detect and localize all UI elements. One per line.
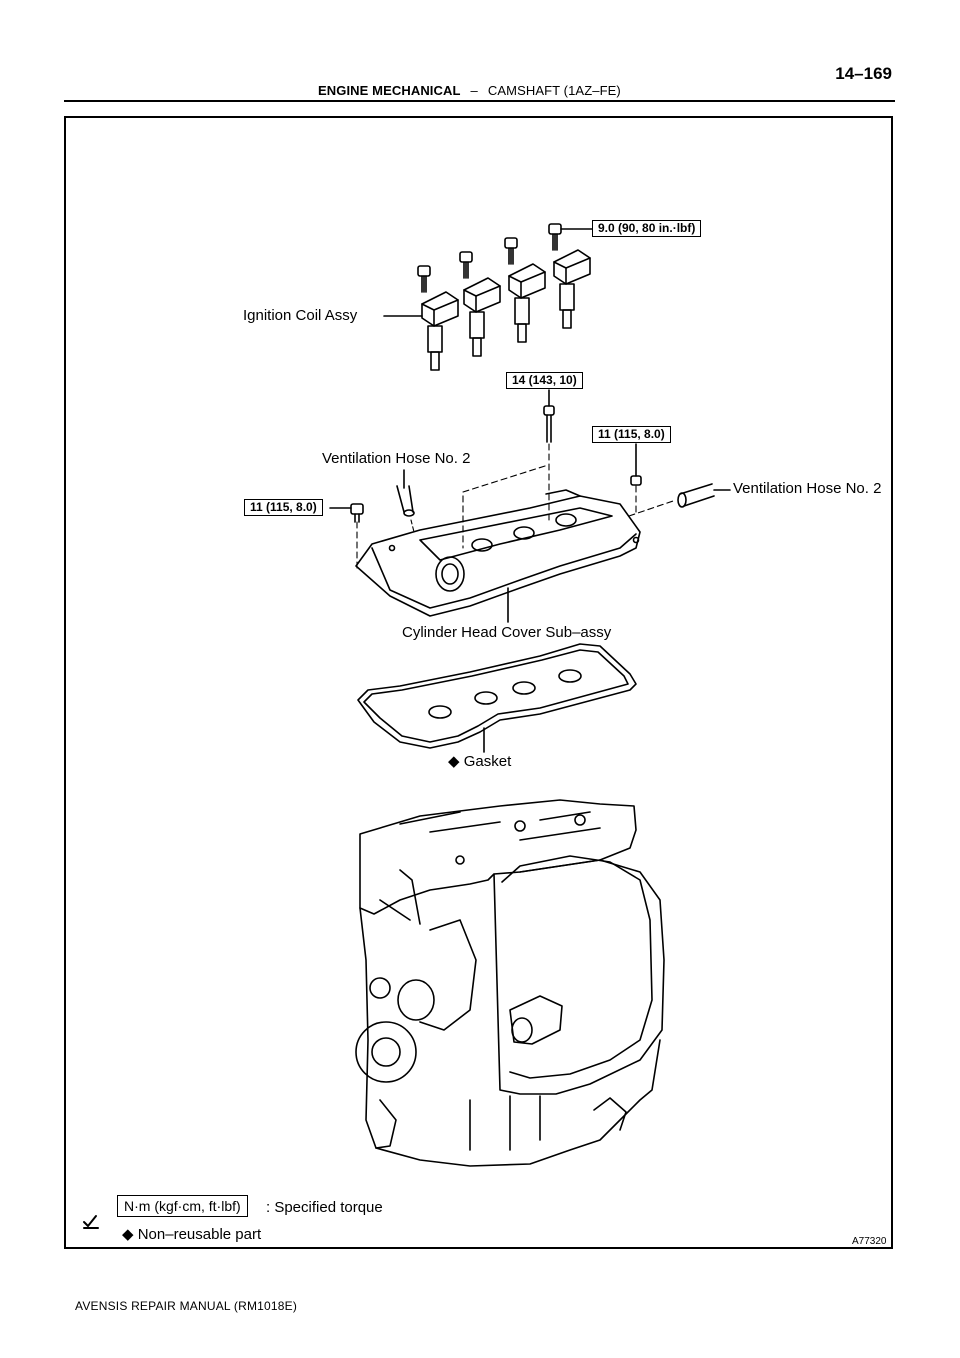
header-rule — [64, 100, 895, 102]
vent-hose-left — [396, 469, 415, 517]
label-vent-hose-right: Ventilation Hose No. 2 — [733, 480, 882, 497]
torque-box-center-bolt: 14 (143, 10) — [506, 372, 583, 389]
label-gasket: ◆ Gasket — [448, 753, 511, 771]
legend-torque-desc: : Specified torque — [266, 1199, 383, 1216]
coil-bolts — [417, 223, 562, 293]
figure-id: A77320 — [852, 1236, 887, 1247]
label-ignition-coil: Ignition Coil Assy — [243, 307, 358, 324]
non-reusable-mark: ◆ — [448, 753, 460, 770]
label-head-cover: Cylinder Head Cover Sub–assy — [402, 624, 612, 641]
label-gasket-text: Gasket — [463, 753, 512, 770]
torque-box-coil-bolt: 9.0 (90, 80 in.·lbf) — [592, 220, 702, 237]
legend-nonreusable-desc: Non–reusable part — [137, 1226, 262, 1243]
vent-hose-right — [677, 483, 731, 508]
torque-box-right-nut: 11 (115, 8.0) — [592, 426, 671, 443]
torque-box-left-nut: 11 (115, 8.0) — [244, 499, 323, 516]
center-bolt-guide — [462, 443, 550, 549]
section-header: ENGINE MECHANICAL–CAMSHAFT (1AZ–FE) — [318, 83, 621, 98]
right-nut — [630, 475, 642, 486]
figure-frame — [64, 116, 893, 1249]
legend-torque-unit-box: N·m (kgf·cm, ft·lbf) — [117, 1195, 248, 1217]
center-bolt — [543, 405, 555, 443]
page-number: 14–169 — [835, 64, 892, 83]
label-vent-hose-left: Ventilation Hose No. 2 — [322, 450, 471, 467]
section-title: ENGINE MECHANICAL — [318, 83, 461, 98]
subsection-title: CAMSHAFT (1AZ–FE) — [487, 83, 621, 98]
manual-footer: AVENSIS REPAIR MANUAL (RM1018E) — [75, 1299, 298, 1313]
cylinder-head-cover — [355, 489, 641, 617]
ignition-coils — [421, 249, 591, 371]
header-separator: – — [470, 83, 478, 98]
engine-block — [355, 799, 665, 1167]
identification-icon — [83, 1215, 99, 1229]
legend-nonreusable: ◆ Non–reusable part — [122, 1225, 261, 1243]
non-reusable-symbol: ◆ — [122, 1226, 134, 1243]
gasket-outline — [357, 643, 637, 749]
left-nut — [350, 503, 364, 523]
